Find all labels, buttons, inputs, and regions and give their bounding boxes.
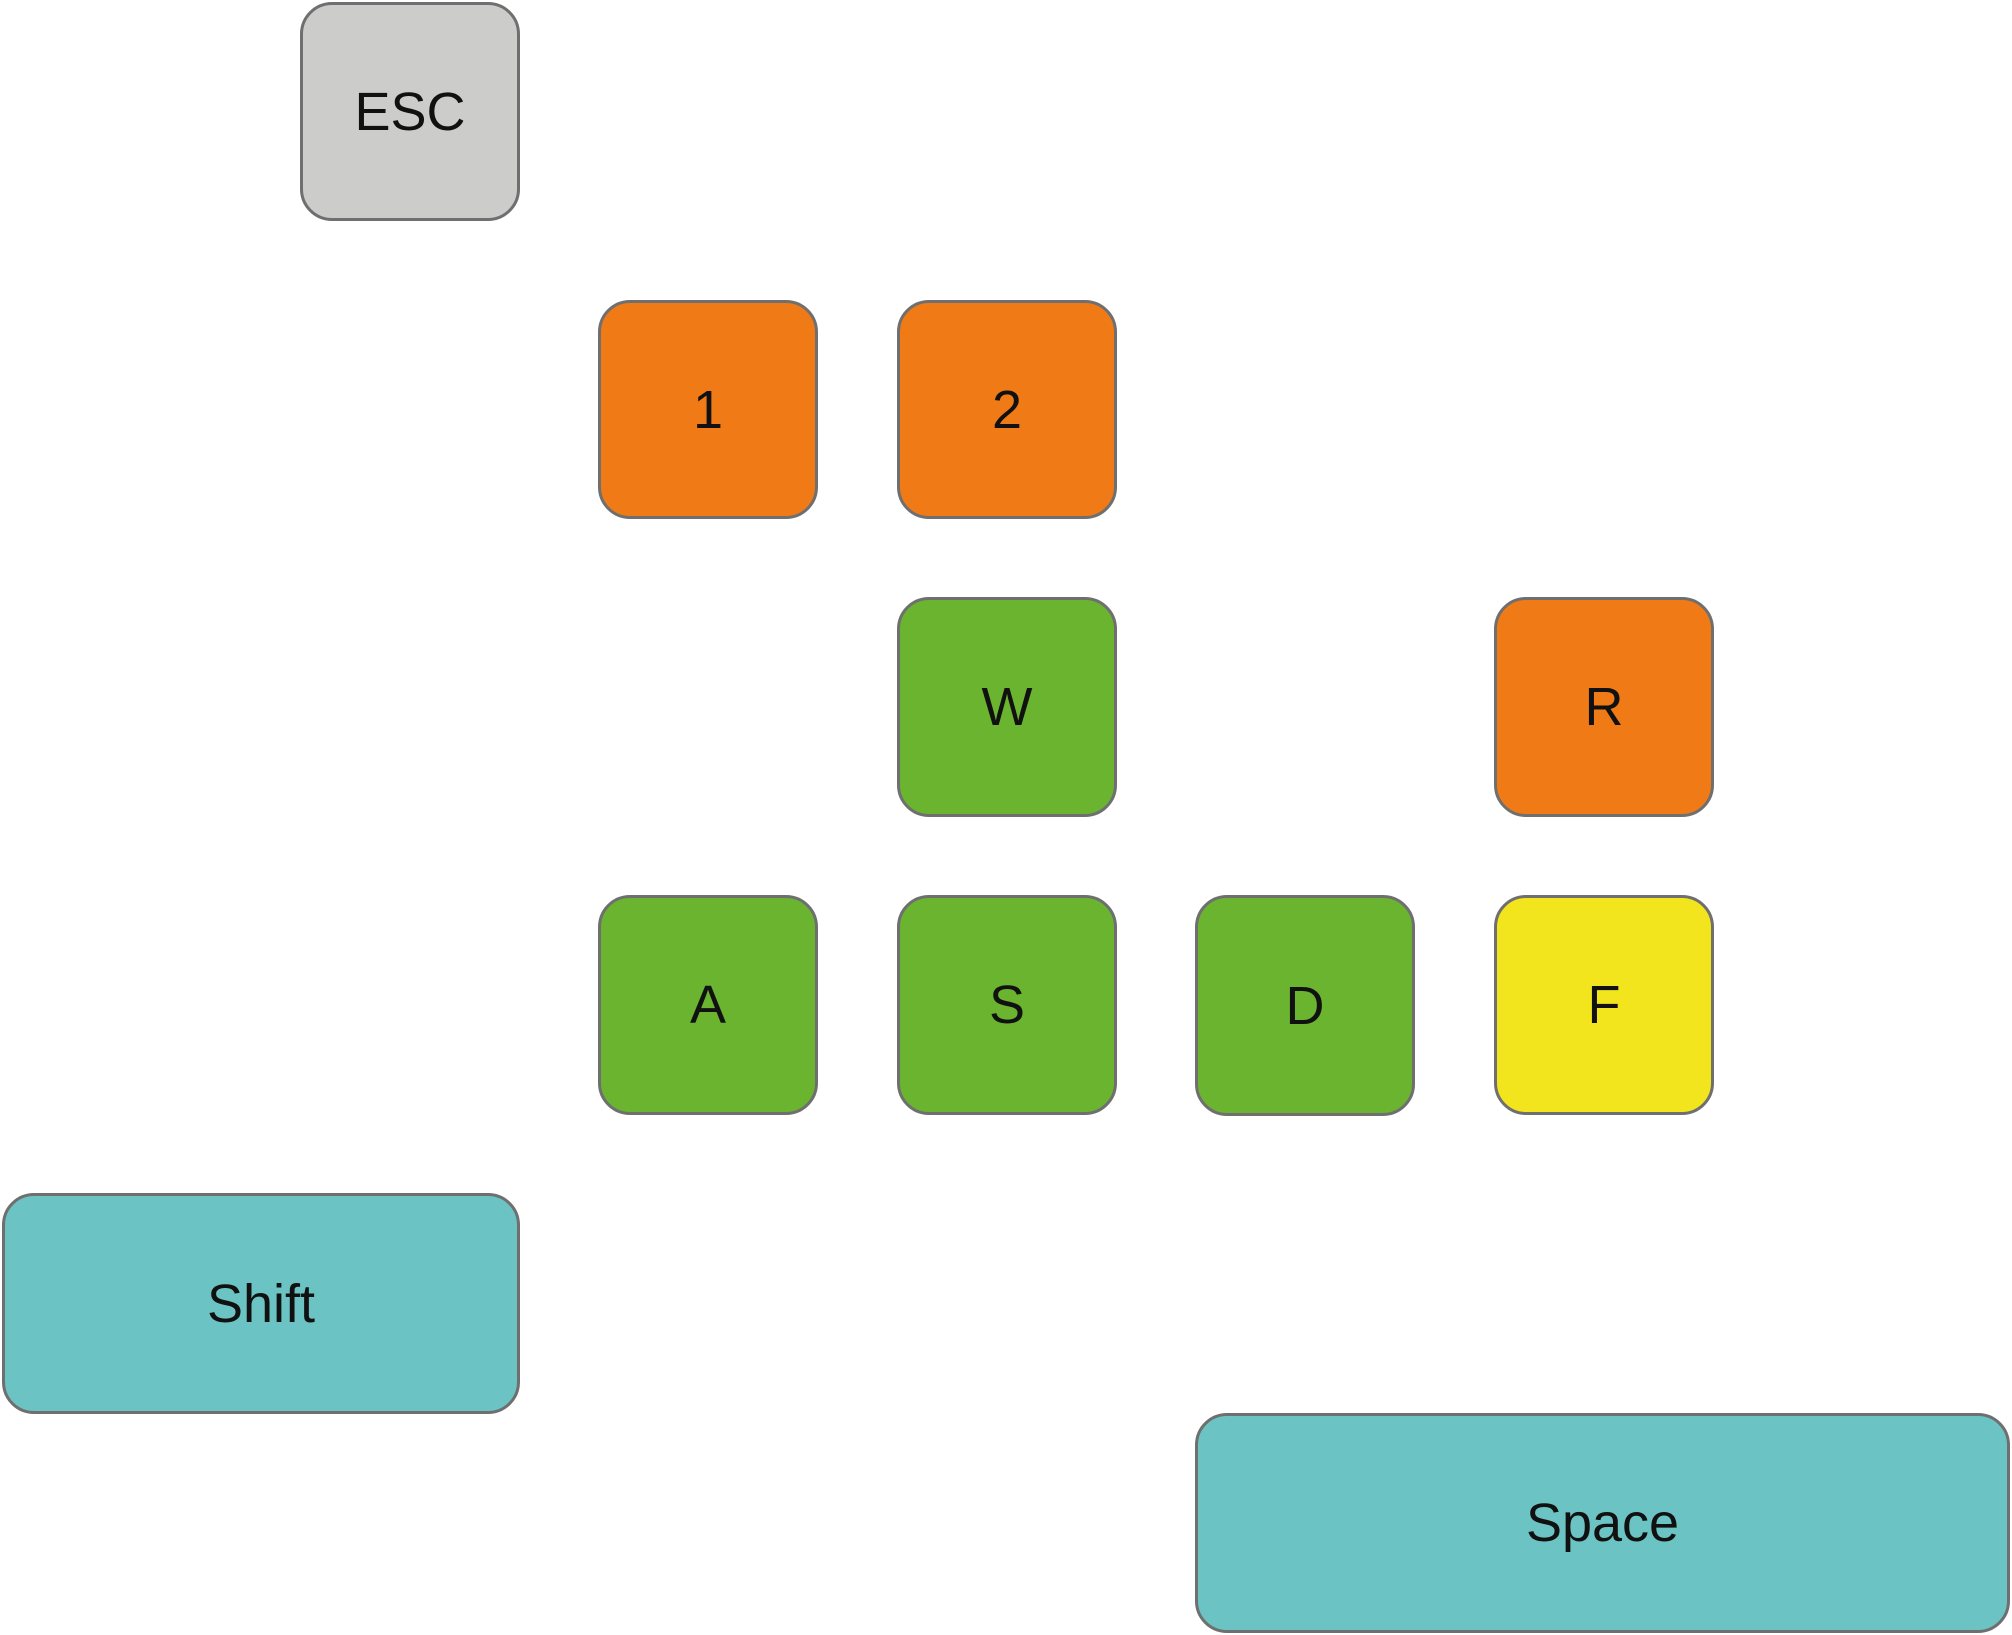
w-key-label: W: [981, 677, 1033, 737]
shift-key-label: Shift: [206, 1273, 316, 1334]
esc-key[interactable]: ESC: [300, 2, 520, 221]
f-key[interactable]: F: [1494, 895, 1714, 1115]
key-2-label: 2: [991, 379, 1023, 440]
r-key[interactable]: R: [1494, 597, 1714, 817]
esc-key-label: ESC: [354, 81, 466, 142]
s-key[interactable]: S: [897, 895, 1117, 1115]
s-key-label: S: [988, 975, 1026, 1035]
space-key-label: Space: [1525, 1493, 1680, 1553]
a-key-label: A: [689, 975, 727, 1035]
r-key-label: R: [1584, 677, 1624, 737]
w-key[interactable]: W: [897, 597, 1117, 817]
a-key[interactable]: A: [598, 895, 818, 1115]
d-key[interactable]: D: [1195, 895, 1415, 1116]
key-1-label: 1: [692, 379, 724, 440]
key-1[interactable]: 1: [598, 300, 818, 519]
shift-key[interactable]: Shift: [2, 1193, 520, 1414]
key-2[interactable]: 2: [897, 300, 1117, 519]
d-key-label: D: [1285, 975, 1325, 1036]
f-key-label: F: [1587, 975, 1621, 1035]
space-key[interactable]: Space: [1195, 1413, 2010, 1633]
